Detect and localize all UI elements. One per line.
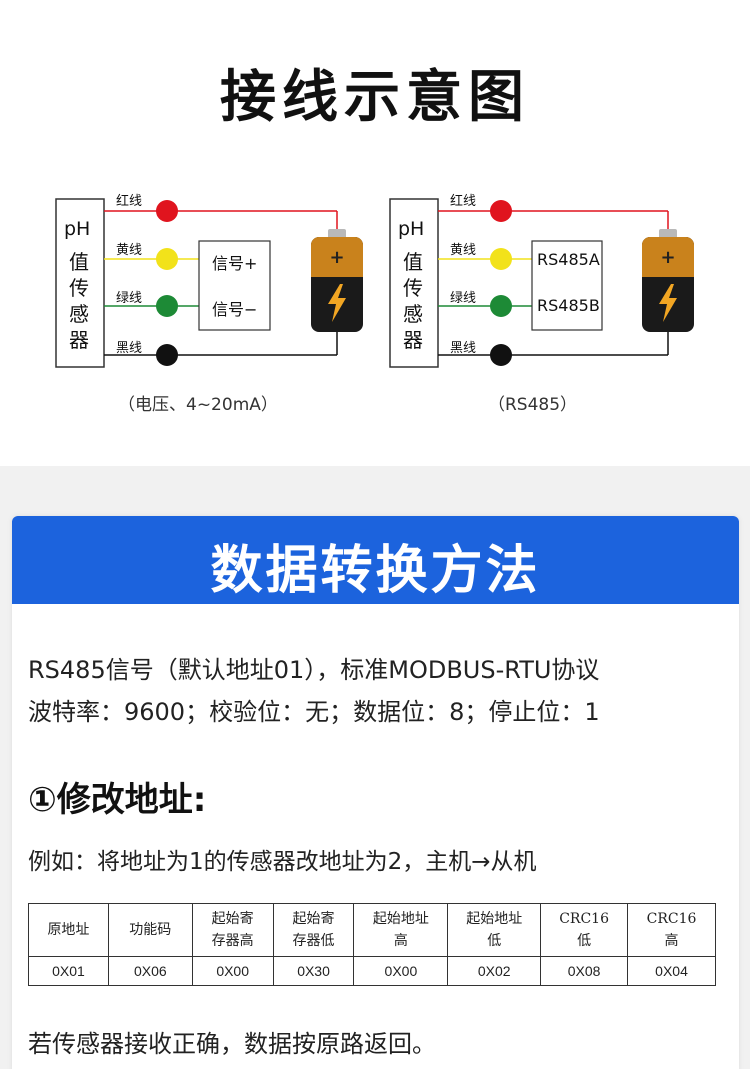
- signal-minus-label: 信号−: [212, 300, 258, 319]
- yellow-terminal-dot: [156, 248, 178, 270]
- table-cell: 0X08: [540, 956, 629, 986]
- table-cell: 0X04: [627, 956, 716, 986]
- conversion-banner: [12, 516, 739, 604]
- right-wire-label-green: 绿线: [450, 291, 477, 306]
- green-terminal-dot: [490, 295, 512, 317]
- left-sensor-ph: pH: [64, 218, 91, 240]
- serial-params-line: 波特率：9600；校验位：无；数据位：8；停止位：1: [28, 698, 600, 726]
- table-header-cell: 原地址: [28, 903, 109, 957]
- table-header-cell: 起始寄 存器高: [191, 903, 274, 957]
- header-text: 起始地址 低: [466, 911, 523, 949]
- right-wire-label-black: 黑线: [450, 341, 477, 356]
- right-sensor-char-2: 传: [403, 276, 423, 300]
- table-header-cell: 起始地址 高: [353, 903, 449, 957]
- signal-plus-label: 信号+: [212, 254, 258, 273]
- right-diagram-caption: （RS485）: [488, 395, 578, 415]
- table-header-cell: 起始地址 低: [447, 903, 542, 957]
- header-text: CRC16 高: [646, 911, 697, 949]
- yellow-terminal-dot: [490, 248, 512, 270]
- signal-box: [198, 240, 271, 331]
- table-row: 0X01 0X06 0X00 0X30 0X00 0X02 0X08 0X04: [28, 956, 716, 986]
- svg-text:+: +: [660, 247, 675, 268]
- table-header-cell: 功能码: [107, 903, 193, 957]
- wiring-section: 接线示意图 + pH 值 传 感 器 红线 黄线 绿线 黑线 信号+ 信号− （…: [0, 0, 750, 466]
- sensor-box: [55, 198, 105, 368]
- wiring-diagram-analog: +: [55, 198, 363, 368]
- header-text: 起始寄 存器低: [292, 911, 335, 949]
- right-wire-label-yellow: 黄线: [450, 243, 477, 258]
- red-terminal-dot: [156, 200, 178, 222]
- right-wire-label-red: 红线: [450, 194, 477, 209]
- table-header-cell: 起始寄 存器低: [272, 903, 355, 957]
- header-text: 起始寄 存器高: [211, 911, 254, 949]
- left-wire-label-yellow: 黄线: [116, 243, 143, 258]
- return-note: 若传感器接收正确，数据按原路返回。: [28, 1030, 436, 1058]
- sensor-box: [389, 198, 439, 368]
- header-text: CRC16 低: [559, 911, 609, 949]
- left-wire-label-black: 黑线: [116, 341, 143, 356]
- left-diagram-caption: （电压、4~20mA）: [118, 395, 278, 415]
- wiring-diagram-rs485: +: [389, 198, 694, 368]
- table-cell: 0X30: [272, 956, 355, 986]
- table-cell: 0X00: [353, 956, 449, 986]
- rs485-box: [531, 240, 603, 331]
- right-sensor-ph: pH: [398, 218, 425, 240]
- red-terminal-dot: [490, 200, 512, 222]
- table-header-row: 原地址 功能码 起始寄 存器高 起始寄 存器低 起始地址 高 起始地址 低 CR…: [28, 903, 716, 957]
- rs485a-label: RS485A: [537, 250, 600, 269]
- conversion-title: 数据转换方法: [210, 541, 541, 601]
- right-sensor-char-1: 值: [403, 250, 423, 274]
- battery-icon: +: [311, 229, 363, 332]
- table-header-cell: CRC16 低: [540, 903, 629, 957]
- table-cell: 0X06: [107, 956, 193, 986]
- table-cell: 0X02: [447, 956, 542, 986]
- right-sensor-char-3: 感: [403, 302, 423, 326]
- left-sensor-char-3: 感: [69, 302, 89, 326]
- left-wire-label-green: 绿线: [116, 291, 143, 306]
- header-text: 起始地址 高: [372, 911, 429, 949]
- black-terminal-dot: [490, 344, 512, 366]
- black-terminal-dot: [156, 344, 178, 366]
- left-sensor-char-4: 器: [69, 328, 89, 352]
- right-sensor-char-4: 器: [403, 328, 423, 352]
- left-sensor-char-1: 值: [69, 250, 89, 274]
- left-wire-label-red: 红线: [116, 194, 143, 209]
- table-cell: 0X01: [28, 956, 109, 986]
- table-header-cell: CRC16 高: [627, 903, 716, 957]
- example-line: 例如：将地址为1的传感器改地址为2，主机→从机: [28, 849, 537, 875]
- left-sensor-char-2: 传: [69, 276, 89, 300]
- command-table: 原地址 功能码 起始寄 存器高 起始寄 存器低 起始地址 高 起始地址 低 CR…: [28, 903, 716, 986]
- page-title: 接线示意图: [220, 65, 530, 130]
- modify-address-heading: ①修改地址:: [28, 780, 207, 820]
- rs485b-label: RS485B: [537, 296, 600, 315]
- battery-icon: +: [642, 229, 694, 332]
- header-text: 功能码: [129, 922, 172, 938]
- green-terminal-dot: [156, 295, 178, 317]
- header-text: 原地址: [47, 922, 90, 938]
- svg-text:+: +: [329, 247, 344, 268]
- protocol-line: RS485信号（默认地址01），标准MODBUS-RTU协议: [28, 656, 600, 684]
- table-cell: 0X00: [191, 956, 274, 986]
